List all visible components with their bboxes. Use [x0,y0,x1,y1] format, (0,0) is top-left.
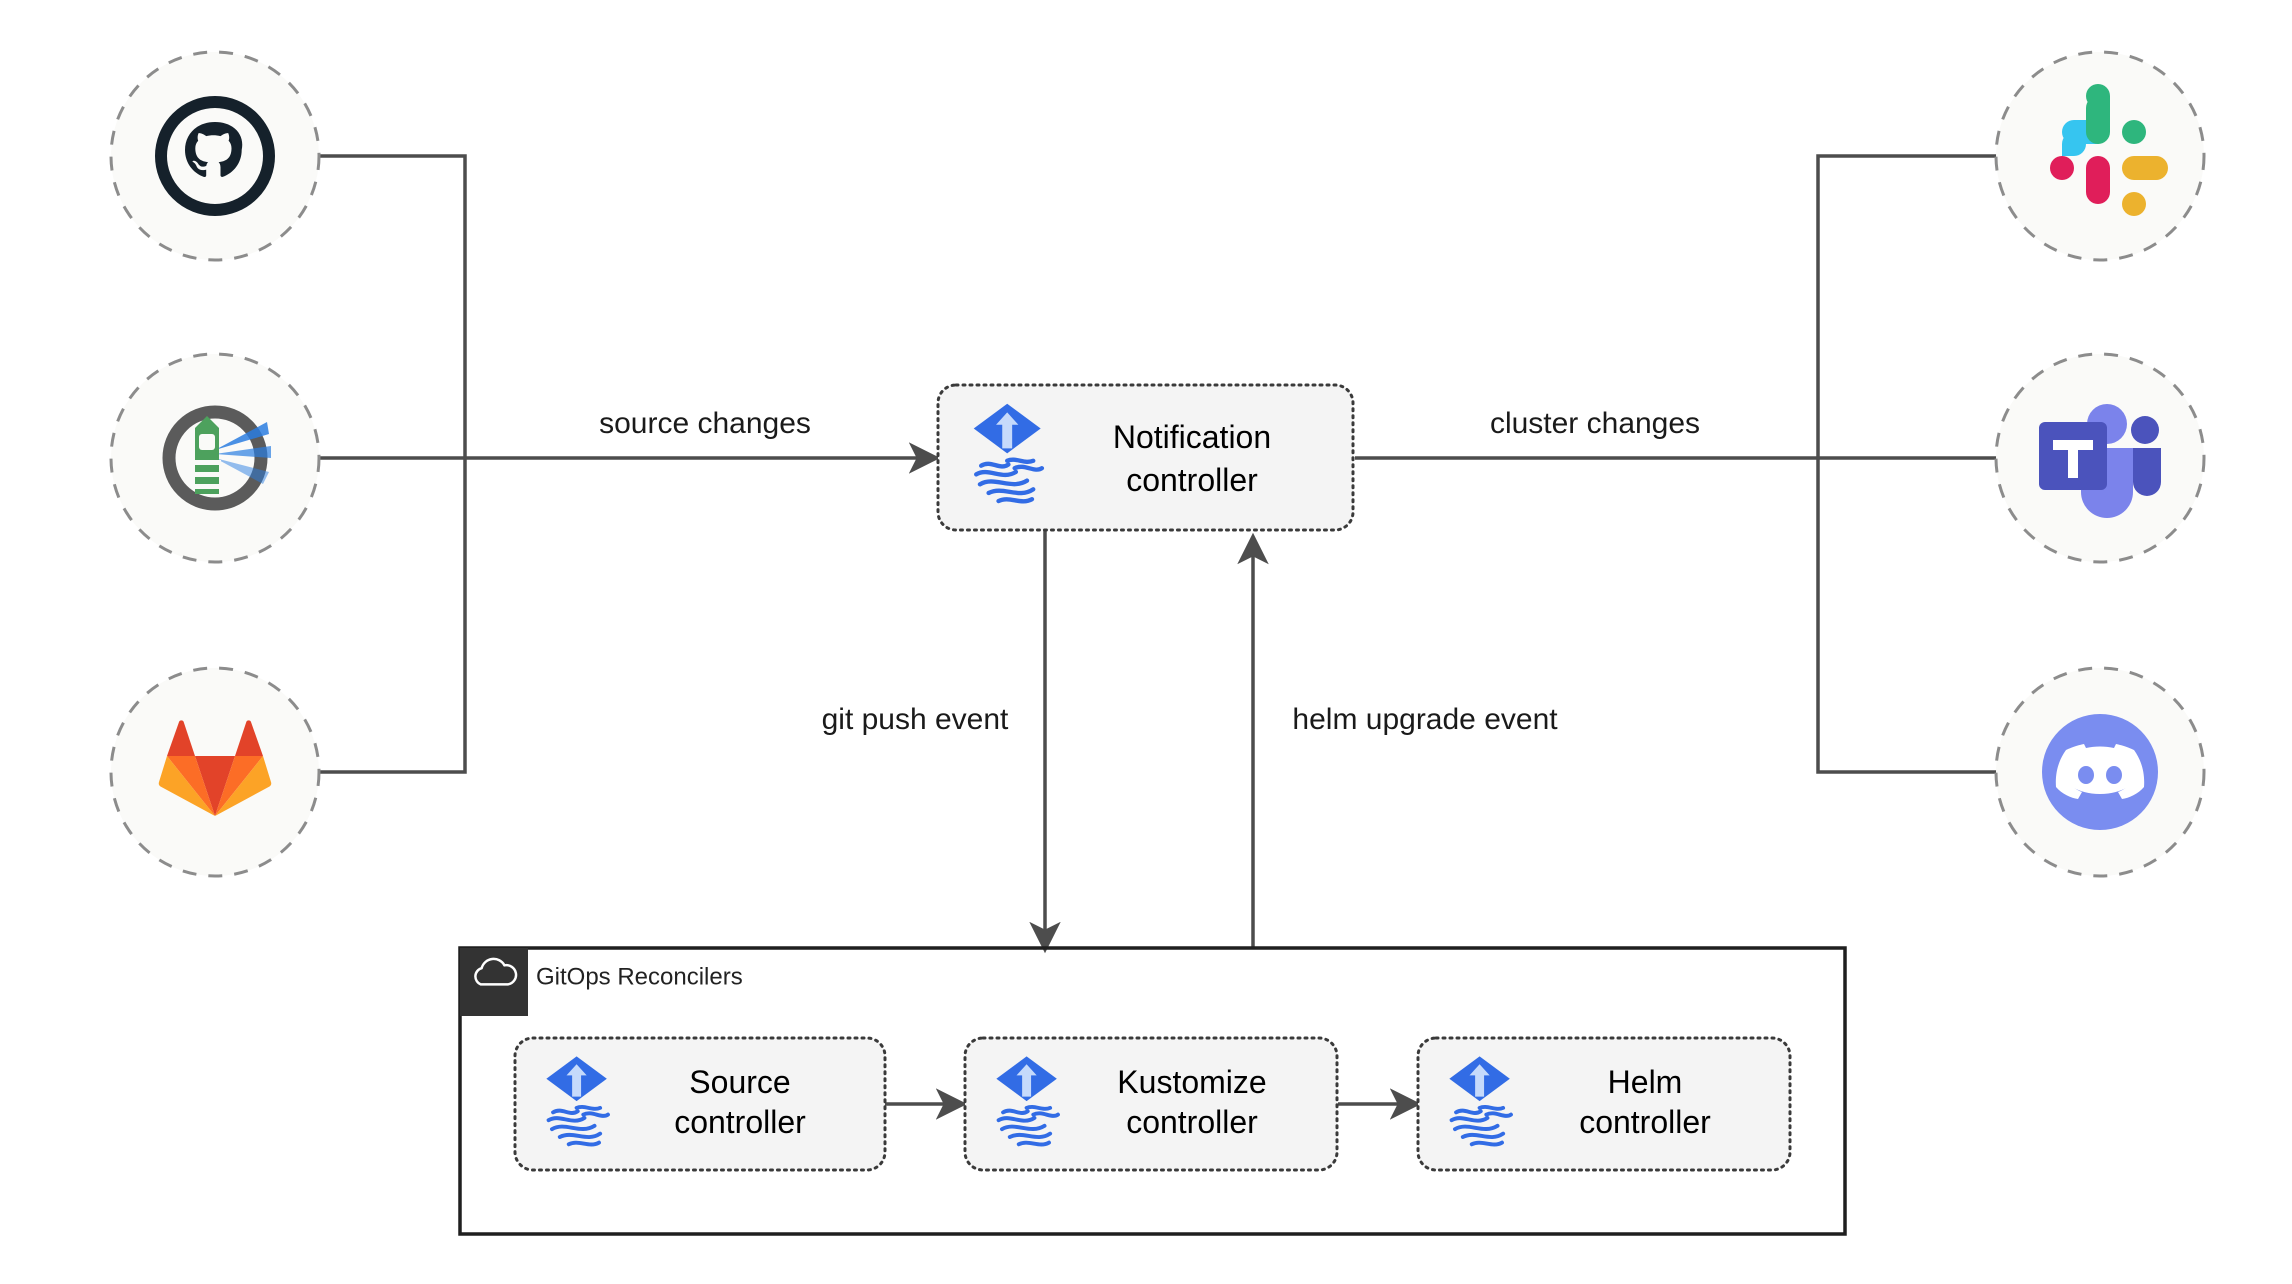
gitops-reconcilers-label: GitOps Reconcilers [536,963,743,990]
source-endpoints [109,50,321,878]
edge-to-discord [1816,458,2068,788]
source-controller-label-line2: controller [674,1104,806,1140]
notification-controller-node[interactable]: Notification controller [936,383,1355,532]
kustomize-controller-node[interactable]: Kustomize controller [963,1036,1339,1172]
source-endpoint-gitlab[interactable] [109,666,321,878]
gitops-reconcilers-group: GitOps Reconcilers Source controller Kus… [458,946,1847,1236]
notification-controller-label-line1: Notification [1113,419,1271,455]
destination-endpoints [1994,50,2206,878]
destination-endpoint-teams[interactable] [1994,352,2206,564]
source-controller-label-line1: Source [689,1064,790,1100]
kustomize-controller-label-line1: Kustomize [1117,1064,1266,1100]
edge-label-cluster-changes: cluster changes [1490,407,1700,440]
source-endpoint-harbor[interactable] [109,352,321,564]
helm-controller-node[interactable]: Helm controller [1416,1036,1792,1172]
edge-to-slack [1816,140,2068,458]
edge-label-git-push-event: git push event [822,703,1009,736]
helm-controller-label-line1: Helm [1608,1064,1683,1100]
edge-label-source-changes: source changes [599,407,811,440]
source-endpoint-github[interactable] [109,50,321,262]
notification-controller-label-line2: controller [1126,462,1258,498]
destination-endpoint-discord[interactable] [1994,666,2206,878]
source-controller-node[interactable]: Source controller [513,1036,887,1172]
helm-controller-label-line2: controller [1579,1104,1711,1140]
destination-endpoint-slack[interactable] [1994,50,2206,262]
edge-label-helm-upgrade-event: helm upgrade event [1292,703,1558,736]
edge-labels: source changes cluster changes git push … [565,398,1745,736]
discord-icon [2042,714,2158,830]
kustomize-controller-label-line2: controller [1126,1104,1258,1140]
